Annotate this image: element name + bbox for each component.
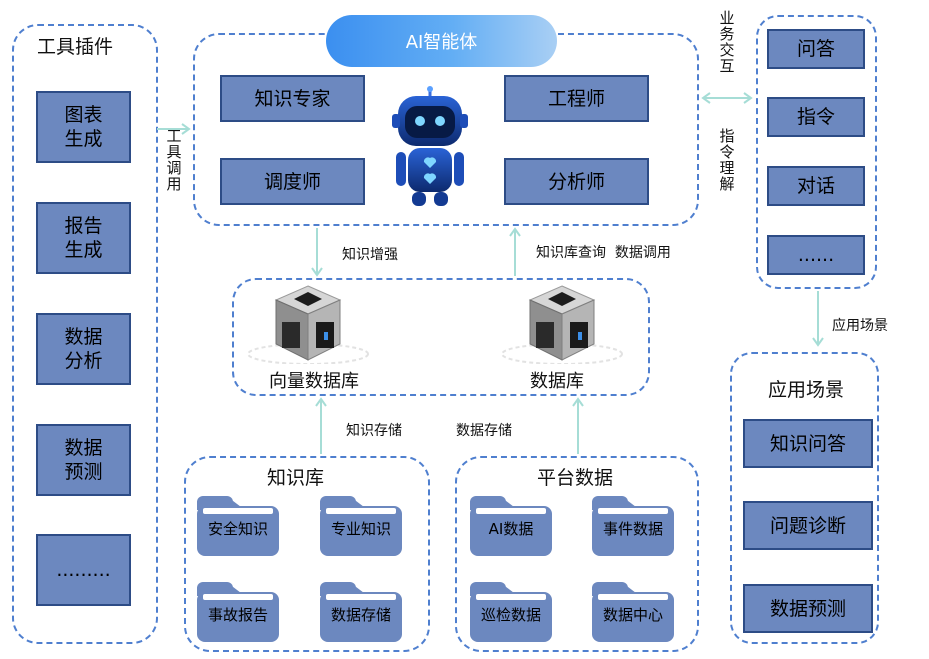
- folder-data-center: 数据中心: [592, 582, 674, 642]
- interaction-panel: [756, 15, 877, 289]
- role-engineer: 工程师: [504, 75, 649, 122]
- application-title: 应用场景: [768, 379, 845, 401]
- storage-panel: [232, 278, 650, 396]
- platform-data-panel: [455, 456, 699, 652]
- data-store-label: 数据存储: [456, 423, 512, 439]
- tool-report-generation: 报告 生成: [36, 202, 131, 274]
- knowledge-base-title: 知识库: [267, 467, 325, 489]
- folder-inspection-data: 巡检数据: [470, 582, 552, 642]
- folder-label: 数据存储: [330, 606, 391, 624]
- folder-label: 事件数据: [602, 520, 663, 538]
- business-interaction-label: 业 务 交 互: [719, 9, 735, 75]
- interaction-dialogue: 对话: [767, 166, 865, 206]
- data-store-arrow: [572, 397, 584, 454]
- tool-chart-generation: 图表 生成: [36, 91, 131, 163]
- folder-label: 数据中心: [602, 606, 663, 624]
- role-analyst: 分析师: [504, 158, 649, 205]
- folder-professional-knowledge: 专业知识: [320, 496, 402, 556]
- folder-safety-knowledge: 安全知识: [197, 496, 279, 556]
- folder-ai-data: AI数据: [470, 496, 552, 556]
- folder-data-storage: 数据存储: [320, 582, 402, 642]
- knowledge-store-arrow: [315, 397, 327, 454]
- knowledge-enhance-label: 知识增强: [342, 247, 398, 263]
- role-knowledge-expert: 知识专家: [220, 75, 365, 122]
- application-arrow-label: 应用场景: [832, 318, 888, 334]
- knowledge-enhance-arrow: [311, 228, 323, 277]
- application-panel: [730, 352, 879, 644]
- tool-plugins-panel: [12, 24, 158, 644]
- tool-data-prediction: 数据 预测: [36, 424, 131, 496]
- kb-query-arrow: [509, 227, 521, 276]
- folder-event-data: 事件数据: [592, 496, 674, 556]
- folder-label: 事故报告: [207, 606, 268, 624]
- folder-label: AI数据: [488, 520, 534, 538]
- folder-accident-reports: 事故报告: [197, 582, 279, 642]
- instruction-understanding-label: 指 令 理 解: [719, 127, 735, 193]
- ai-agent-title: AI智能体: [326, 15, 557, 67]
- vector-db-label: 向量数据库: [269, 371, 359, 392]
- role-dispatcher: 调度师: [220, 158, 365, 205]
- database-cube-icon: [501, 285, 623, 364]
- application-arrow: [812, 291, 824, 347]
- interaction-command: 指令: [767, 97, 865, 137]
- app-knowledge-qa: 知识问答: [743, 419, 873, 468]
- tool-call-arrow: [157, 123, 191, 135]
- folder-label: 巡检数据: [480, 606, 541, 624]
- tool-plugins-title: 工具插件: [37, 36, 114, 58]
- vector-db-cube-icon: [247, 285, 369, 364]
- knowledge-store-label: 知识存储: [346, 423, 402, 439]
- kb-query-data-call-label: 知识库查询 数据调用: [536, 245, 671, 261]
- app-data-prediction: 数据预测: [743, 584, 873, 633]
- interaction-arrow: [701, 92, 753, 104]
- folder-label: 安全知识: [207, 520, 268, 538]
- folder-label: 专业知识: [330, 520, 391, 538]
- robot-icon: [392, 86, 468, 206]
- tool-more: .........: [36, 534, 131, 606]
- interaction-more: ......: [767, 235, 865, 275]
- tool-data-analysis: 数据 分析: [36, 313, 131, 385]
- database-label: 数据库: [530, 371, 584, 392]
- app-problem-diagnosis: 问题诊断: [743, 501, 873, 550]
- tool-call-label: 工 具 调 用: [166, 127, 182, 193]
- interaction-qa: 问答: [767, 29, 865, 69]
- knowledge-base-panel: [184, 456, 430, 652]
- platform-data-title: 平台数据: [537, 467, 614, 489]
